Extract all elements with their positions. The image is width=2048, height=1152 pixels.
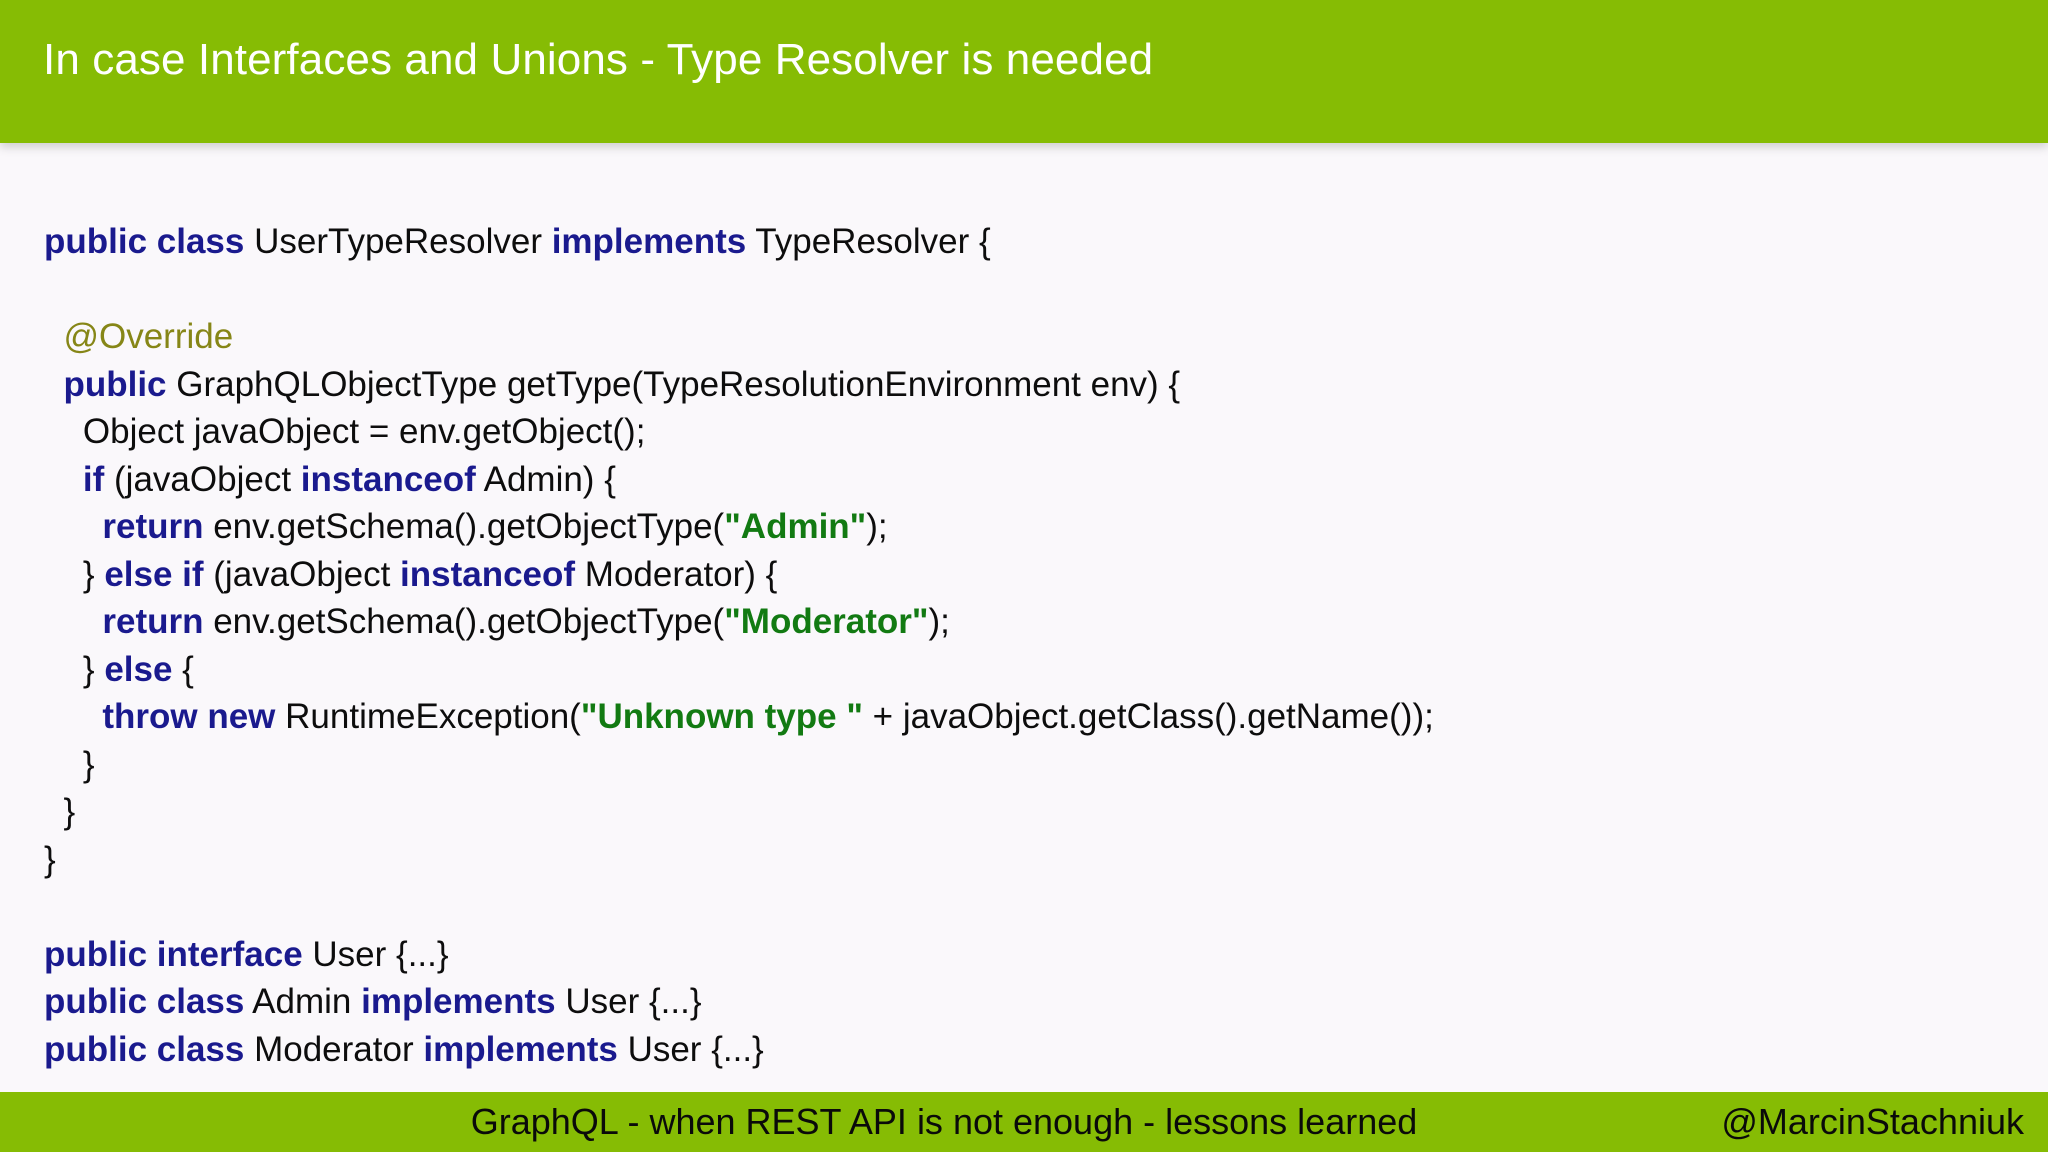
code-token-kw: public class [44, 222, 245, 261]
code-token-kw: public class [44, 982, 245, 1021]
code-token-pl [44, 602, 102, 641]
code-token-kw: public interface [44, 934, 303, 974]
code-token-pl [44, 507, 102, 546]
code-token-str: "Moderator" [724, 602, 929, 641]
code-line: } [44, 836, 1434, 884]
code-token-kw: instanceof [400, 554, 576, 594]
footer-speaker-handle: @MarcinStachniuk [1721, 1101, 2024, 1142]
code-line: } else if (javaObject instanceof Moderat… [44, 551, 1434, 599]
code-token-kw: implements [361, 982, 556, 1021]
code-token-kw: return [102, 507, 204, 546]
code-token-kw: public class [44, 1029, 245, 1069]
code-token-pl: User {...} [617, 1029, 764, 1069]
code-token-pl [44, 697, 102, 736]
footer-center-wrap: GraphQL - when REST API is not enough - … [0, 1092, 2048, 1152]
code-token-pl: TypeResolver { [746, 222, 991, 261]
code-token-kw: public [63, 364, 167, 404]
code-line: public class Admin implements User {...} [44, 978, 1434, 1026]
code-token-pl: RuntimeException( [275, 697, 581, 736]
code-token-pl: Moderator) { [575, 554, 778, 594]
code-token-ann: @Override [63, 317, 234, 356]
code-line: return env.getSchema().getObjectType("Mo… [44, 598, 1434, 646]
code-token-pl: + javaObject.getClass().getName()); [862, 697, 1434, 736]
code-token-pl: } [44, 649, 105, 689]
code-token-pl: } [44, 839, 56, 879]
code-line: } [44, 741, 1434, 789]
code-line: @Override [44, 313, 1434, 361]
code-token-pl: ); [866, 507, 888, 546]
code-line: throw new RuntimeException("Unknown type… [44, 693, 1434, 741]
code-token-pl: { [172, 649, 194, 689]
code-content-area: public class UserTypeResolver implements… [0, 143, 2048, 1092]
code-token-kw: else if [104, 554, 204, 594]
code-token-pl: } [44, 554, 105, 594]
footer-talk-title: GraphQL - when REST API is not enough - … [470, 1101, 1418, 1142]
code-token-pl: (javaObject [104, 459, 301, 499]
code-block: public class UserTypeResolver implements… [44, 218, 1434, 1073]
code-line: public interface User {...} [44, 931, 1434, 979]
code-token-pl: Object javaObject = env.getObject(); [44, 412, 646, 451]
code-token-kw: implements [551, 222, 747, 261]
code-token-pl [44, 365, 63, 404]
code-token-kw: implements [423, 1029, 618, 1069]
code-token-kw: throw new [102, 697, 276, 736]
code-line: public class Moderator implements User {… [44, 1026, 1434, 1074]
code-token-pl: UserTypeResolver [244, 222, 552, 261]
code-token-str: "Unknown type " [580, 697, 863, 736]
code-token-pl [44, 460, 83, 499]
code-token-pl: } [44, 792, 76, 831]
code-line: public GraphQLObjectType getType(TypeRes… [44, 361, 1434, 409]
code-token-kw: if [82, 459, 105, 499]
code-token-kw: instanceof [300, 459, 476, 499]
code-token-pl: env.getSchema().getObjectType( [203, 602, 725, 641]
code-token-pl: env.getSchema().getObjectType( [203, 507, 725, 546]
code-token-pl: (javaObject [203, 554, 401, 594]
code-token-pl: User {...} [302, 934, 449, 974]
page-title: In case Interfaces and Unions - Type Res… [43, 35, 1154, 84]
code-token-pl: ); [928, 602, 950, 641]
code-token-pl [44, 317, 63, 356]
code-token-pl: Moderator [244, 1029, 424, 1069]
code-line: return env.getSchema().getObjectType("Ad… [44, 503, 1434, 551]
code-line: } else { [44, 646, 1434, 694]
code-line [44, 883, 1434, 931]
code-token-kw: return [102, 602, 204, 641]
code-line: } [44, 788, 1434, 836]
code-token-pl: User {...} [555, 982, 702, 1021]
code-token-kw: else [104, 649, 173, 689]
code-line: Object javaObject = env.getObject(); [44, 408, 1434, 456]
code-token-pl: } [44, 744, 95, 784]
code-line [44, 266, 1434, 314]
code-token-pl: Admin [244, 982, 362, 1021]
code-token-pl: Admin) { [475, 459, 616, 499]
footer-bar: GraphQL - when REST API is not enough - … [0, 1092, 2048, 1152]
code-token-pl: GraphQLObjectType getType(TypeResolution… [166, 364, 1181, 404]
header-bar: In case Interfaces and Unions - Type Res… [0, 0, 2048, 143]
code-token-str: "Admin" [724, 507, 867, 546]
code-line: if (javaObject instanceof Admin) { [44, 456, 1434, 504]
code-line: public class UserTypeResolver implements… [44, 218, 1434, 266]
